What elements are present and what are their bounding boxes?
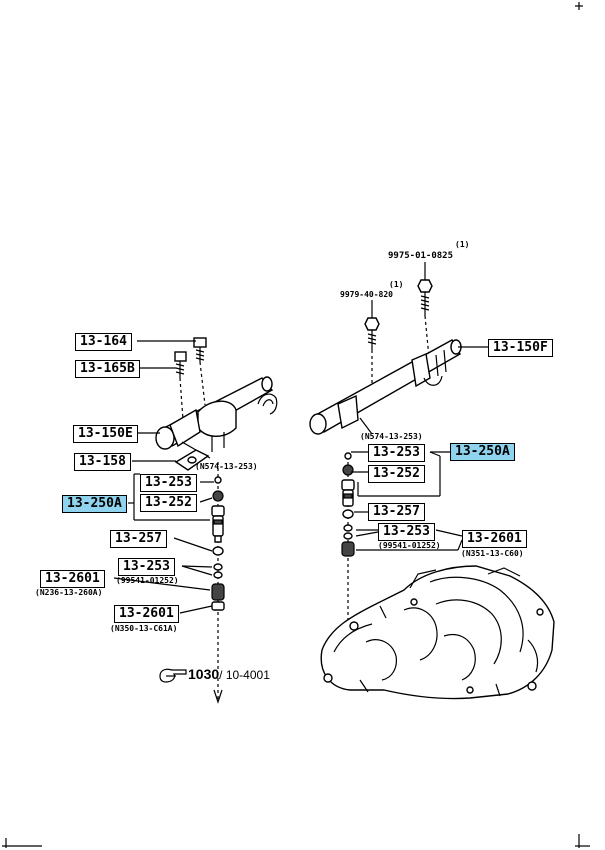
fuel-rail-13-150f: [309, 339, 462, 435]
part-9979-40-820: 9979-40-820: [340, 290, 393, 299]
label-13-253-left: 13-253: [140, 474, 197, 492]
intake-manifold: [320, 565, 555, 700]
label-13-164: 13-164: [75, 333, 132, 351]
label-13-253-right: 13-253: [368, 444, 425, 462]
bolt-9979-40-820: [364, 317, 380, 398]
bolt-13-165b: [174, 351, 187, 421]
label-13-250a-right: 13-250A: [450, 443, 515, 461]
gasket-13-158: [174, 449, 210, 471]
note-n236: (N236-13-260A): [35, 588, 103, 597]
injector-stack-left: [211, 462, 225, 704]
label-13-165b: 13-165B: [75, 360, 140, 378]
leaders-right: [351, 262, 488, 551]
label-13-252-left: 13-252: [140, 494, 197, 512]
fuel-rail-13-150e: [155, 376, 278, 459]
label-13-257-left: 13-257: [110, 530, 167, 548]
note-n574-right: (N574-13-253): [360, 432, 423, 441]
label-13-252-right: 13-252: [368, 465, 425, 483]
page-reference: 1030/ 10-4001: [188, 666, 270, 682]
qty-9975: (1): [455, 240, 470, 249]
note-n574-left: (N574-13-253): [195, 462, 258, 471]
leaders-left: [113, 340, 214, 614]
note-99541-right: (99541-01252): [378, 541, 441, 550]
part-9975-01-0825: 9975-01-0825: [388, 251, 454, 261]
label-13-2601-left2: 13-2601: [114, 605, 179, 623]
label-13-2601-left: 13-2601: [40, 570, 105, 588]
label-13-2601-right: 13-2601: [462, 530, 527, 548]
reference-page: 1030: [188, 666, 220, 682]
label-13-253-left2: 13-253: [118, 558, 175, 576]
hand-pointer-icon: [159, 668, 187, 683]
label-13-250a-left: 13-250A: [62, 495, 127, 513]
reference-sub: / 10-4001: [219, 668, 270, 682]
label-13-158: 13-158: [74, 453, 131, 471]
bolt-13-164: [193, 337, 207, 406]
label-13-150e: 13-150E: [73, 425, 138, 443]
qty-9979: (1): [389, 280, 404, 289]
label-13-253-right2: 13-253: [378, 523, 435, 541]
corner-marks: [2, 2, 590, 848]
note-n351: (N351-13-C60): [461, 549, 524, 558]
label-13-257-right: 13-257: [368, 503, 425, 521]
note-n350: (N350-13-C61A): [110, 624, 178, 633]
label-13-150f: 13-150F: [488, 339, 553, 357]
note-99541-left: (99541-01252): [116, 576, 179, 585]
injector-stack-right: [341, 452, 355, 640]
